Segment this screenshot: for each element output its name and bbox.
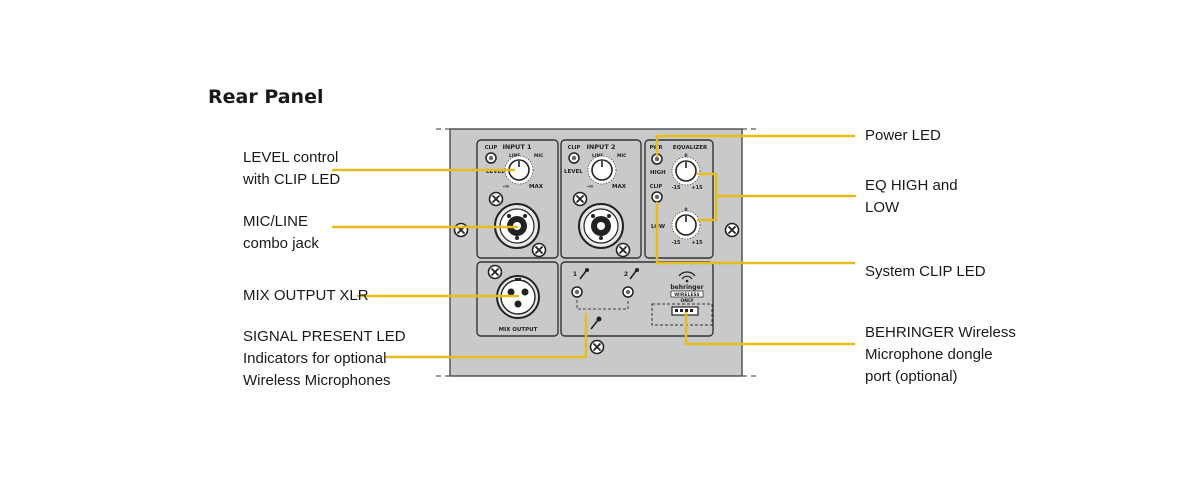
- input1-module: INPUT 1 CLIP LEVEL LINE MIC -∞ MAX: [476, 139, 559, 259]
- callout-dongle: BEHRINGER Wireless Microphone dongle por…: [865, 322, 1016, 388]
- callout-sysclip: System CLIP LED: [865, 261, 986, 283]
- callout-combo-line2: combo jack: [243, 235, 319, 252]
- equalizer-module: PWR EQUALIZER HIGH 0 -15 +15 CLIP LOW 0 …: [644, 139, 714, 259]
- input2-level-label: LEVEL: [564, 169, 583, 175]
- only-label: ONLY: [680, 298, 694, 304]
- callout-combo: MIC/LINE combo jack: [243, 211, 319, 255]
- leader-eq: [696, 172, 857, 222]
- knob-icon: [587, 155, 617, 185]
- mic1-number: 1: [573, 271, 577, 278]
- mic2-number: 2: [624, 271, 628, 278]
- callout-combo-line1: MIC/LINE: [243, 213, 309, 230]
- callout-eq-line2: LOW: [865, 199, 900, 216]
- low-min-label: -15: [671, 240, 681, 246]
- wireless-icon: [678, 271, 696, 283]
- led-icon: [571, 286, 583, 298]
- input1-mic-label: MIC: [534, 153, 544, 159]
- input1-level-label: LEVEL: [486, 169, 505, 175]
- high-max-label: +15: [691, 185, 703, 191]
- input2-clip-label: CLIP: [568, 145, 581, 151]
- low-zero-label: 0: [684, 207, 687, 213]
- low-max-label: +15: [691, 240, 703, 246]
- high-zero-label: 0: [684, 153, 687, 159]
- callout-signal-line3: Wireless Microphones: [243, 372, 391, 389]
- callout-power: Power LED: [865, 125, 941, 147]
- callout-power-line1: Power LED: [865, 127, 941, 144]
- high-label: HIGH: [650, 170, 666, 176]
- callout-signal: SIGNAL PRESENT LED Indicators for option…: [243, 326, 406, 392]
- input2-max-label: MAX: [612, 184, 627, 190]
- input2-min-label: -∞: [587, 184, 594, 190]
- leader-sysclip: [655, 201, 856, 265]
- microphone-icon: [629, 268, 639, 280]
- leader-signal: [384, 312, 588, 359]
- mix-output-label: MIX OUTPUT: [499, 327, 538, 333]
- screw-icon: [572, 191, 588, 207]
- callout-eq: EQ HIGH and LOW: [865, 175, 958, 219]
- callout-dongle-line1: BEHRINGER Wireless: [865, 324, 1016, 341]
- input2-mic-label: MIC: [617, 153, 627, 159]
- callout-mixout: MIX OUTPUT XLR: [243, 285, 369, 307]
- input2-label: INPUT 2: [586, 143, 615, 151]
- callout-eq-line1: EQ HIGH and: [865, 177, 958, 194]
- equalizer-label: EQUALIZER: [673, 145, 708, 151]
- wireless-module: 1 2 behringer WIR: [560, 261, 714, 337]
- screw-icon: [615, 242, 631, 258]
- leader-lines: [331, 134, 857, 359]
- led-icon: [622, 286, 634, 298]
- input1-clip-label: CLIP: [485, 145, 498, 151]
- callout-level: LEVEL control with CLIP LED: [243, 147, 340, 191]
- leader-power: [655, 134, 856, 158]
- microphone-icon: [579, 268, 589, 280]
- high-min-label: -15: [671, 185, 681, 191]
- mix-output-module: MIX OUTPUT: [476, 261, 559, 337]
- microphone-icon: [590, 316, 602, 330]
- screw-icon: [531, 242, 547, 258]
- knob-icon: [671, 156, 701, 186]
- led-icon: [485, 152, 497, 164]
- screw-icon: [724, 222, 740, 238]
- callout-signal-line2: Indicators for optional: [243, 350, 387, 367]
- callout-level-line2: with CLIP LED: [243, 171, 341, 188]
- screw-icon: [453, 222, 469, 238]
- callout-signal-line1: SIGNAL PRESENT LED: [243, 328, 406, 345]
- input2-module: INPUT 2 CLIP LEVEL LINE MIC -∞ MAX: [560, 139, 642, 259]
- input1-min-label: -∞: [503, 184, 510, 190]
- wireless-label: WIRELESS: [674, 292, 699, 298]
- led-icon: [568, 152, 580, 164]
- input2-line-label: LINE: [592, 153, 603, 159]
- system-clip-label: CLIP: [650, 184, 663, 190]
- callout-sysclip-line1: System CLIP LED: [865, 263, 986, 280]
- combo-jack-icon: [578, 203, 624, 249]
- input1-label: INPUT 1: [502, 143, 532, 151]
- callout-level-line1: LEVEL control: [243, 149, 339, 166]
- screw-icon: [488, 191, 504, 207]
- leader-dongle: [684, 311, 856, 346]
- callout-mixout-line1: MIX OUTPUT XLR: [243, 287, 369, 304]
- screw-icon: [487, 264, 503, 280]
- input1-max-label: MAX: [529, 184, 544, 190]
- page-title: Rear Panel: [208, 86, 324, 108]
- input1-line-label: LINE: [509, 153, 520, 159]
- led-icon: [651, 191, 663, 203]
- screw-icon: [589, 339, 605, 355]
- brand-label: behringer: [670, 284, 703, 291]
- callout-dongle-line3: port (optional): [865, 368, 958, 385]
- knob-icon: [671, 210, 701, 240]
- callout-dongle-line2: Microphone dongle: [865, 346, 993, 363]
